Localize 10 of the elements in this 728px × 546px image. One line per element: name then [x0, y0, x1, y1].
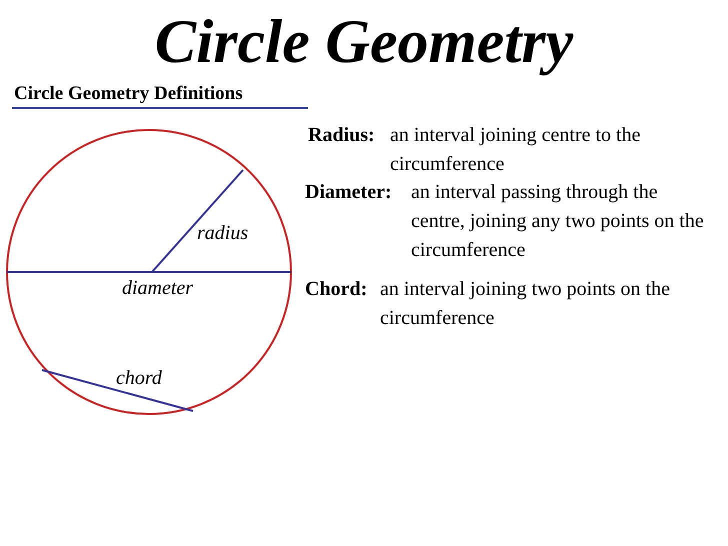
radius-label: radius: [197, 221, 248, 246]
diameter-label: diameter: [122, 276, 194, 301]
chord-label: chord: [116, 366, 162, 391]
subheading: Circle Geometry Definitions: [14, 82, 243, 106]
term: Chord:: [305, 277, 368, 302]
definition: an interval passing through the centre, joining any two points on the circumference: [411, 180, 705, 263]
definition: an interval joining two points on the circumference: [380, 277, 671, 331]
term: Radius:: [308, 123, 375, 148]
title: Circle Geometry: [154, 7, 574, 78]
term: Diameter:: [305, 180, 392, 205]
